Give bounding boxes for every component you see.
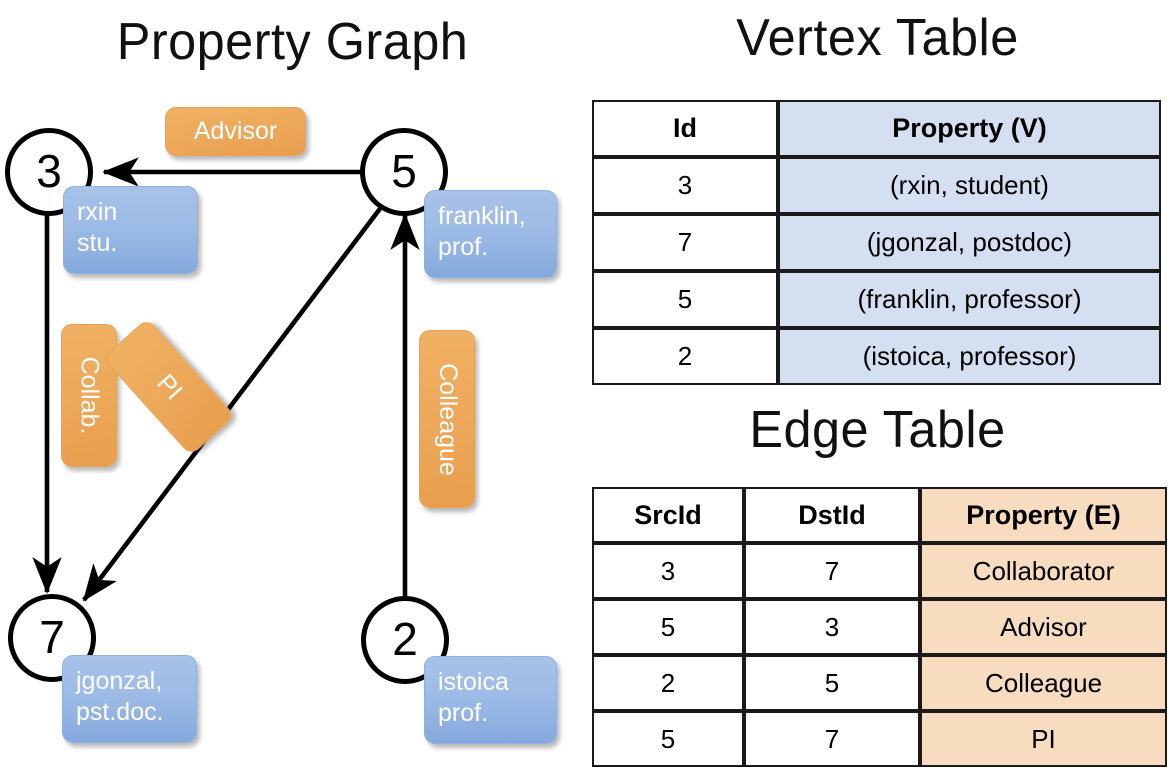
vertex-cell-property: (jgonzal, postdoc) [778, 214, 1161, 271]
vertex-cell-id: 7 [592, 214, 778, 271]
graph-node-5-label: 5 [391, 145, 417, 197]
graph-edges-svg [32, 157, 420, 602]
edge-cell-srcid: 2 [592, 655, 744, 711]
graph-node-7-label: 7 [39, 611, 65, 663]
table-row: 3 (rxin, student) [592, 157, 1161, 214]
graph-node-2-label: 2 [392, 613, 418, 665]
vertex-property-box-7: jgonzal, pst.doc. [62, 655, 197, 743]
table-row: 3 7 Collaborator [592, 543, 1167, 599]
vertex-header-property: Property (V) [778, 100, 1161, 157]
table-row: 2 (istoica, professor) [592, 328, 1161, 385]
page-title-edge-table: Edge Table [749, 401, 1006, 459]
edge-cell-dstid: 7 [744, 711, 920, 767]
table-row: 5 3 Advisor [592, 599, 1167, 655]
edge-pi-5-to-7 [82, 204, 384, 602]
edge-label-box-collab: Collab. [61, 324, 117, 467]
table-row: 7 (jgonzal, postdoc) [592, 214, 1161, 271]
edge-cell-dstid: 7 [744, 543, 920, 599]
edge-label-box-advisor: Advisor [165, 107, 306, 156]
vertex-cell-property: (franklin, professor) [778, 271, 1161, 328]
vertex-property-box-2: istoica prof. [424, 656, 557, 744]
vertex-cell-id: 5 [592, 271, 778, 328]
graph-node-3-label: 3 [36, 145, 62, 197]
table-row: 5 7 PI [592, 711, 1167, 767]
edge-cell-property: PI [920, 711, 1167, 767]
edge-label-box-colleague: Colleague [419, 330, 475, 508]
edge-header-srcid: SrcId [592, 487, 744, 543]
edge-cell-srcid: 3 [592, 543, 744, 599]
table-row: 5 (franklin, professor) [592, 271, 1161, 328]
page-title-vertex-table: Vertex Table [736, 9, 1019, 67]
edge-label-pi-text: PI [151, 368, 188, 405]
edge-cell-property: Collaborator [920, 543, 1167, 599]
table-header-row: SrcId DstId Property (E) [592, 487, 1167, 543]
vertex-table: Id Property (V) 3 (rxin, student) 7 (jgo… [592, 100, 1161, 385]
edge-label-advisor-text: Advisor [193, 117, 278, 145]
edge-cell-srcid: 5 [592, 711, 744, 767]
vertex-header-id: Id [592, 100, 778, 157]
property-graph-diagram: 3 5 7 2 rxin stu. franklin, prof. jgonza… [0, 0, 585, 760]
page-title-property-graph: Property Graph [116, 13, 469, 71]
edge-cell-property: Colleague [920, 655, 1167, 711]
vertex-cell-property: (rxin, student) [778, 157, 1161, 214]
edge-label-collab-text: Collab. [75, 356, 104, 435]
edge-header-property: Property (E) [920, 487, 1167, 543]
vertex-property-box-3: rxin stu. [63, 186, 198, 274]
table-row: 2 5 Colleague [592, 655, 1167, 711]
table-header-row: Id Property (V) [592, 100, 1161, 157]
vertex-cell-id: 3 [592, 157, 778, 214]
edge-cell-property: Advisor [920, 599, 1167, 655]
vertex-property-box-5: franklin, prof. [424, 190, 557, 278]
edge-cell-dstid: 3 [744, 599, 920, 655]
edge-header-dstid: DstId [744, 487, 920, 543]
edge-cell-dstid: 5 [744, 655, 920, 711]
vertex-cell-id: 2 [592, 328, 778, 385]
vertex-cell-property: (istoica, professor) [778, 328, 1161, 385]
graph-node-2[interactable]: 2 [361, 596, 449, 684]
edge-cell-srcid: 5 [592, 599, 744, 655]
edge-table: SrcId DstId Property (E) 3 7 Collaborato… [592, 487, 1167, 767]
edge-label-colleague-text: Colleague [433, 362, 462, 476]
